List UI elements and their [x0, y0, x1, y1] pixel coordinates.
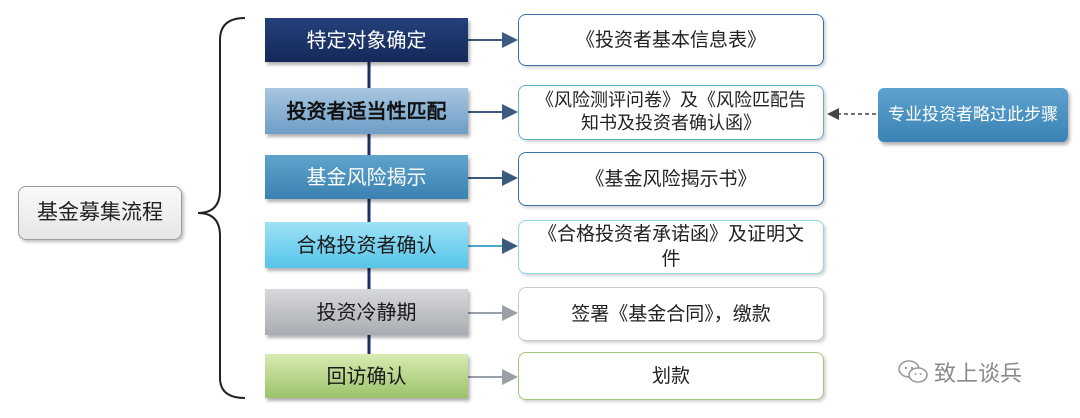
document-1: 《投资者基本信息表》	[518, 14, 824, 66]
note-label: 专业投资者略过此步骤	[888, 104, 1058, 125]
step-4-label: 合格投资者确认	[296, 233, 437, 257]
step-6: 回访确认	[265, 354, 468, 398]
step-2-label: 投资者适当性匹配	[286, 99, 447, 123]
step-5-label: 投资冷静期	[316, 300, 417, 324]
step-5: 投资冷静期	[265, 289, 468, 335]
document-6-label: 划款	[651, 364, 690, 387]
document-4: 《合格投资者承诺函》及证明文件	[518, 220, 824, 274]
root-label: 基金募集流程	[37, 200, 163, 225]
document-4-label: 《合格投资者承诺函》及证明文件	[537, 223, 804, 270]
step-1: 特定对象确定	[265, 18, 468, 62]
document-1-label: 《投资者基本信息表》	[575, 28, 766, 51]
step-doc-arrows	[468, 32, 518, 385]
document-2-label: 《风险测评问卷》及《风险匹配告知书及投资者确认函》	[536, 90, 806, 134]
step-3: 基金风险揭示	[265, 155, 468, 199]
document-5: 签署《基金合同》，缴款	[518, 287, 824, 341]
root-node: 基金募集流程	[18, 186, 182, 240]
watermark: 致上谈兵	[898, 356, 1022, 388]
step-2: 投资者适当性匹配	[265, 88, 468, 134]
document-6: 划款	[518, 352, 824, 400]
document-2: 《风险测评问卷》及《风险匹配告知书及投资者确认函》	[518, 85, 824, 140]
step-4: 合格投资者确认	[265, 222, 468, 268]
professional-investor-note: 专业投资者略过此步骤	[878, 88, 1068, 142]
wechat-icon	[898, 360, 928, 383]
document-3-label: 《基金风险揭示书》	[585, 167, 757, 190]
step-6-label: 回访确认	[326, 364, 407, 388]
document-3: 《基金风险揭示书》	[518, 152, 824, 206]
grouping-brace	[197, 17, 246, 399]
watermark-label: 致上谈兵	[934, 362, 1023, 387]
step-3-label: 基金风险揭示	[306, 165, 427, 189]
document-5-label: 签署《基金合同》，缴款	[571, 302, 771, 325]
step-1-label: 特定对象确定	[306, 28, 427, 52]
